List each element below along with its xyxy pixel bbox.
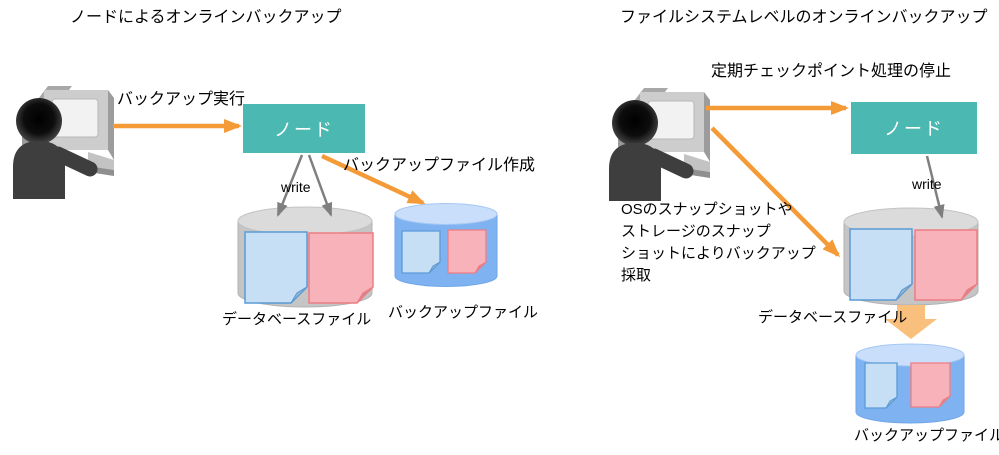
data-file-pink-icon [447, 229, 487, 274]
copy-block-arrow [885, 305, 937, 339]
write-arrows [276, 154, 333, 217]
right-diagram-title: ファイルシステムレベルのオンラインバックアップ [620, 9, 988, 26]
data-file-pink-icon [914, 229, 978, 301]
node-label: ノード [884, 119, 944, 139]
database-file-label: データベースファイル [222, 311, 372, 328]
user-at-computer-icon [609, 88, 710, 201]
database-cylinder-icon [237, 206, 374, 308]
left-diagram-title: ノードによるオンラインバックアップ [70, 9, 342, 26]
node-box: ノード [243, 104, 365, 153]
database-cylinder-icon [843, 207, 979, 306]
snapshot-note: OSのスナップショットや ストレージのスナップ ショットによりバックアップ 採取 [621, 201, 816, 284]
checkpoint-stop-label: 定期チェックポイント処理の停止 [711, 63, 952, 80]
data-file-pink-icon [910, 362, 951, 408]
backup-execute-label: バックアップ実行 [117, 91, 246, 108]
backup-cylinder-icon [855, 343, 965, 424]
backup-file-label: バックアップファイル [854, 427, 999, 444]
data-file-pink-icon [308, 232, 374, 304]
database-file-label: データベースファイル [758, 309, 908, 326]
user-at-computer-icon [13, 86, 114, 199]
data-file-blue-icon [244, 231, 308, 304]
backup-create-label: バックアップファイル作成 [343, 157, 536, 174]
write-label: write [281, 179, 311, 195]
data-file-blue-icon [849, 228, 913, 301]
node-label: ノード [274, 119, 334, 140]
data-file-blue-icon [864, 362, 898, 409]
backup-file-label: バックアップファイル [388, 304, 539, 321]
write-arrow [925, 155, 945, 219]
data-file-blue-icon [401, 230, 441, 274]
backup-create-arrow [321, 153, 426, 206]
node-box: ノード [851, 102, 977, 154]
backup-cylinder-icon [394, 203, 498, 287]
snapshot-backup-arrow [710, 126, 841, 258]
write-label: write [912, 176, 942, 192]
